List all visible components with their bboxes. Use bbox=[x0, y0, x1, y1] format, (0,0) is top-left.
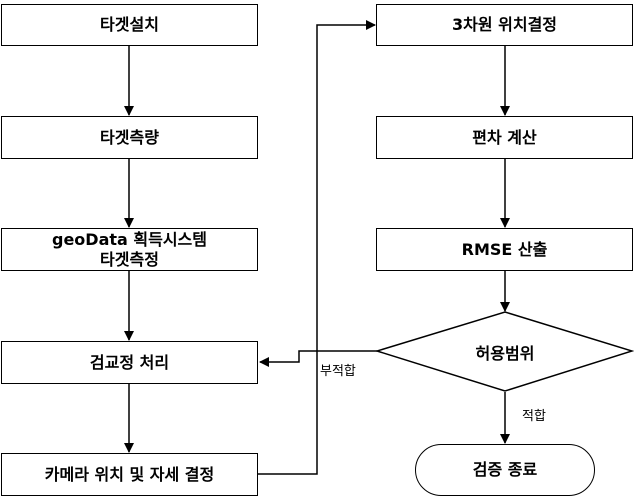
node-camera-decision: 카메라 위치 및 자세 결정 bbox=[1, 453, 258, 496]
arrow-camera-to-position3d bbox=[258, 20, 376, 475]
node-check-end: 검증 종료 bbox=[415, 444, 595, 496]
node-target-install: 타겟설치 bbox=[1, 4, 258, 46]
node-geodata-label-line1: geoData 획득시스템 bbox=[52, 229, 207, 249]
node-target-survey-label: 타겟측량 bbox=[100, 127, 159, 147]
arrow-tolerance-to-check bbox=[259, 350, 377, 367]
node-geodata-text: geoData 획득시스템 타겟측정 bbox=[52, 230, 207, 270]
node-check-process-label: 검교정 처리 bbox=[89, 352, 170, 372]
node-check-end-label: 검증 종료 bbox=[472, 460, 538, 479]
node-geodata-measure: geoData 획득시스템 타겟측정 bbox=[1, 228, 258, 271]
node-geodata-label-line2: 타겟측정 bbox=[100, 249, 159, 269]
tolerance-diamond bbox=[374, 311, 634, 392]
node-deviation-calc: 편차 계산 bbox=[376, 116, 633, 159]
node-position-3d: 3차원 위치결정 bbox=[376, 4, 633, 46]
node-tolerance-label: 허용범위 bbox=[475, 344, 535, 363]
node-target-install-label: 타겟설치 bbox=[100, 15, 159, 34]
node-rmse-calc: RMSE 산출 bbox=[376, 228, 633, 271]
node-target-survey: 타겟측량 bbox=[1, 116, 258, 159]
node-rmse-calc-label: RMSE 산출 bbox=[461, 239, 548, 259]
edge-label-pass: 적합 bbox=[522, 409, 546, 424]
node-deviation-calc-label: 편차 계산 bbox=[472, 127, 537, 147]
node-check-process: 검교정 처리 bbox=[1, 341, 258, 384]
node-position-3d-label: 3차원 위치결정 bbox=[451, 15, 558, 34]
edge-label-fail: 부적합 bbox=[320, 364, 356, 379]
node-camera-decision-label: 카메라 위치 및 자세 결정 bbox=[44, 464, 215, 484]
